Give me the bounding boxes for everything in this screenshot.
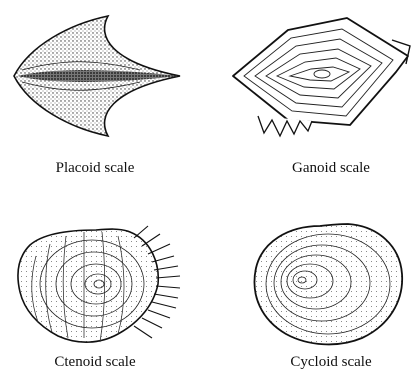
ganoid-scale-label: Ganoid scale	[292, 160, 370, 177]
cycloid-scale-label: Cycloid scale	[290, 354, 371, 371]
ganoid-scale-drawing	[233, 18, 410, 136]
placoid-scale-label: Placoid scale	[56, 160, 135, 177]
ctenoid-scale-drawing	[18, 226, 180, 342]
cycloid-scale-drawing	[254, 224, 402, 344]
ctenoid-scale-label: Ctenoid scale	[54, 354, 135, 371]
placoid-scale-drawing	[14, 16, 180, 136]
